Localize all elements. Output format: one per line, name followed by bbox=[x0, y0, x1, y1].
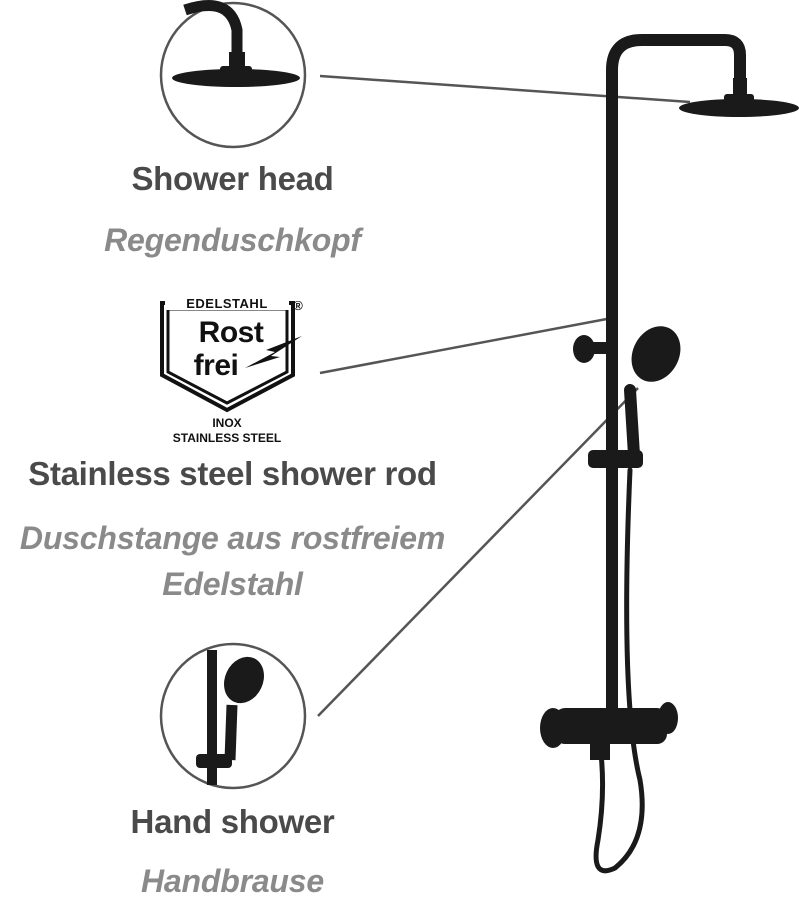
hand-shower-icon bbox=[196, 650, 264, 785]
feature-3-label-de: Handbrause bbox=[141, 863, 324, 899]
shower-head-icon bbox=[172, 0, 300, 87]
feature-2-label-de-line-1: Duschstange aus rostfreiem bbox=[19, 520, 446, 556]
feature-1-label-de: Regenduschkopf bbox=[104, 222, 361, 258]
feature-1-label-en: Shower head bbox=[131, 160, 334, 197]
leader-line-shower-rod bbox=[319, 316, 613, 375]
leader-line-hand-shower bbox=[317, 387, 639, 717]
logo-sub-text-1: INOX bbox=[212, 416, 241, 430]
shower-head-inset bbox=[159, 0, 307, 149]
logo-sub-text-2: STAINLESS STEEL bbox=[173, 431, 281, 445]
logo-registered-mark: ® bbox=[293, 298, 303, 313]
leader-line-shower-head bbox=[319, 74, 691, 104]
rostfrei-logo: EDELSTAHL ® Rost frei INOX STAINLESS STE… bbox=[160, 296, 303, 445]
feature-2-label-de-line-2: Edelstahl bbox=[162, 566, 303, 602]
logo-top-text: EDELSTAHL bbox=[186, 296, 268, 311]
logo-line-1: Rost bbox=[199, 316, 264, 349]
feature-3-label-en: Hand shower bbox=[130, 803, 335, 840]
feature-2-label-en: Stainless steel shower rod bbox=[28, 455, 437, 492]
hand-shower-inset bbox=[159, 642, 307, 790]
shower-system-icon bbox=[540, 34, 799, 874]
logo-lightning-icon bbox=[245, 336, 302, 368]
logo-line-2: frei bbox=[194, 349, 239, 382]
